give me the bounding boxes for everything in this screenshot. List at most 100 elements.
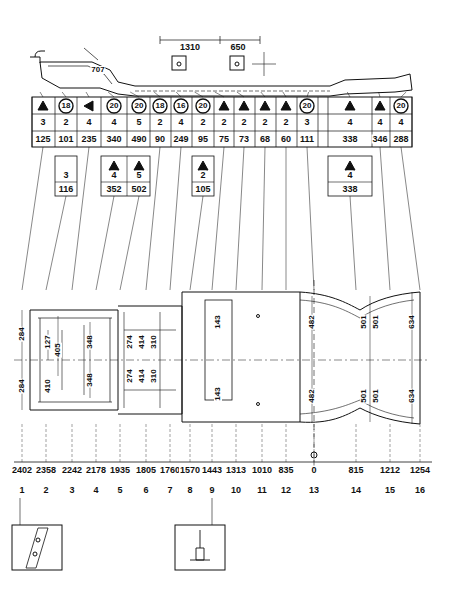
- leader-line: [379, 92, 380, 97]
- station-number: 14: [350, 486, 362, 495]
- dimension: 1310: [179, 43, 201, 52]
- table-cell: 95: [197, 135, 209, 144]
- station-dimension: 1760: [159, 466, 181, 475]
- leader-line: [261, 92, 265, 97]
- dimension: 310: [150, 368, 158, 383]
- station-dimension: 1935: [109, 466, 131, 475]
- table-cell: 352: [105, 185, 122, 194]
- leader-line: [154, 92, 160, 97]
- leader-line: [307, 147, 314, 290]
- station-tick: [262, 424, 263, 462]
- station-number: 3: [68, 486, 75, 495]
- table-cell: 4: [397, 118, 404, 127]
- table-cell: 60: [280, 135, 292, 144]
- triangle-symbol: [345, 101, 355, 110]
- station-dimension: 2402: [11, 466, 33, 475]
- station-dimension: 1254: [409, 466, 431, 475]
- dimension: 405: [54, 342, 62, 357]
- leader-line: [212, 147, 224, 290]
- table-cell: 346: [371, 135, 388, 144]
- station-tick: [212, 424, 213, 462]
- table-rule: [171, 97, 172, 147]
- table-frame: [32, 97, 412, 147]
- table-rule: [214, 97, 215, 147]
- station-dimension: 2358: [35, 466, 57, 475]
- station-tick: [96, 424, 97, 462]
- table-rule: [101, 182, 150, 183]
- station-tick: [420, 424, 421, 462]
- circled-number: 20: [396, 102, 407, 110]
- table-cell: 3: [62, 171, 69, 180]
- leader-line: [146, 147, 160, 290]
- detail-insets: [12, 498, 225, 570]
- leader-line: [286, 147, 287, 290]
- circle-symbol: [394, 99, 408, 113]
- dimension: 414: [138, 334, 146, 349]
- table-cell: 90: [154, 135, 166, 144]
- station-number: 7: [166, 486, 173, 495]
- table-rule: [77, 97, 78, 147]
- table-cell: 338: [341, 135, 358, 144]
- table-rule: [32, 114, 412, 115]
- table-cell: 68: [259, 135, 271, 144]
- circle-symbol: [174, 99, 188, 113]
- table-rule: [276, 97, 277, 147]
- station-tick: [190, 424, 191, 462]
- leader-line: [350, 196, 356, 290]
- table-cell: 5: [135, 171, 142, 180]
- leader-line: [401, 147, 420, 290]
- station-dimension: 2242: [61, 466, 83, 475]
- station-number: 4: [92, 486, 99, 495]
- table-cell: 2: [199, 171, 206, 180]
- leader-line: [22, 147, 43, 290]
- dimension: 348: [86, 334, 94, 349]
- station-tick: [356, 424, 357, 462]
- leader-line: [130, 92, 139, 97]
- table-cell: 340: [105, 135, 122, 144]
- station-dimension: 835: [277, 466, 294, 475]
- circle-symbol: [107, 99, 121, 113]
- leader-line: [283, 92, 286, 97]
- station-tick: [72, 424, 73, 462]
- circled-number: 18: [61, 102, 72, 110]
- circled-number: 20: [198, 102, 209, 110]
- table-rule: [150, 97, 151, 147]
- station-dimension: 1010: [251, 466, 273, 475]
- dimension: 143: [214, 314, 222, 329]
- table-cell: 4: [110, 171, 117, 180]
- table-rule: [55, 97, 56, 147]
- circled-number: 20: [109, 102, 120, 110]
- table-rule: [101, 97, 102, 147]
- table-cell: 2: [240, 118, 247, 127]
- dimension: 650: [229, 43, 246, 52]
- table-cell: 4: [346, 118, 353, 127]
- leader-line: [46, 196, 66, 290]
- leader-line: [96, 196, 114, 290]
- leader-line: [237, 92, 244, 97]
- station-number: 2: [42, 486, 49, 495]
- dimension: 274: [126, 368, 134, 383]
- station-number: 16: [414, 486, 426, 495]
- plan-view: [14, 292, 430, 424]
- station-tick: [120, 424, 121, 462]
- dimension: 348: [86, 372, 94, 387]
- leader-line: [236, 147, 244, 290]
- table-rule: [192, 97, 193, 147]
- dimension: 274: [126, 334, 134, 349]
- circled-number: 20: [302, 102, 313, 110]
- table-cell: 116: [58, 185, 75, 194]
- dimension-baseline: [14, 280, 432, 470]
- triangle-symbol: [260, 101, 270, 110]
- triangle-symbol: [239, 101, 249, 110]
- leader-line: [380, 147, 390, 290]
- circle-symbol: [300, 99, 314, 113]
- dimension: 501: [372, 388, 380, 403]
- dimension: 284: [18, 378, 26, 393]
- station-number: 8: [186, 486, 193, 495]
- sub-table: [55, 156, 77, 196]
- triangle-symbol: [198, 161, 208, 170]
- dimension: 482: [308, 314, 316, 329]
- dimension: 501: [372, 314, 380, 329]
- circle-symbol: [132, 99, 146, 113]
